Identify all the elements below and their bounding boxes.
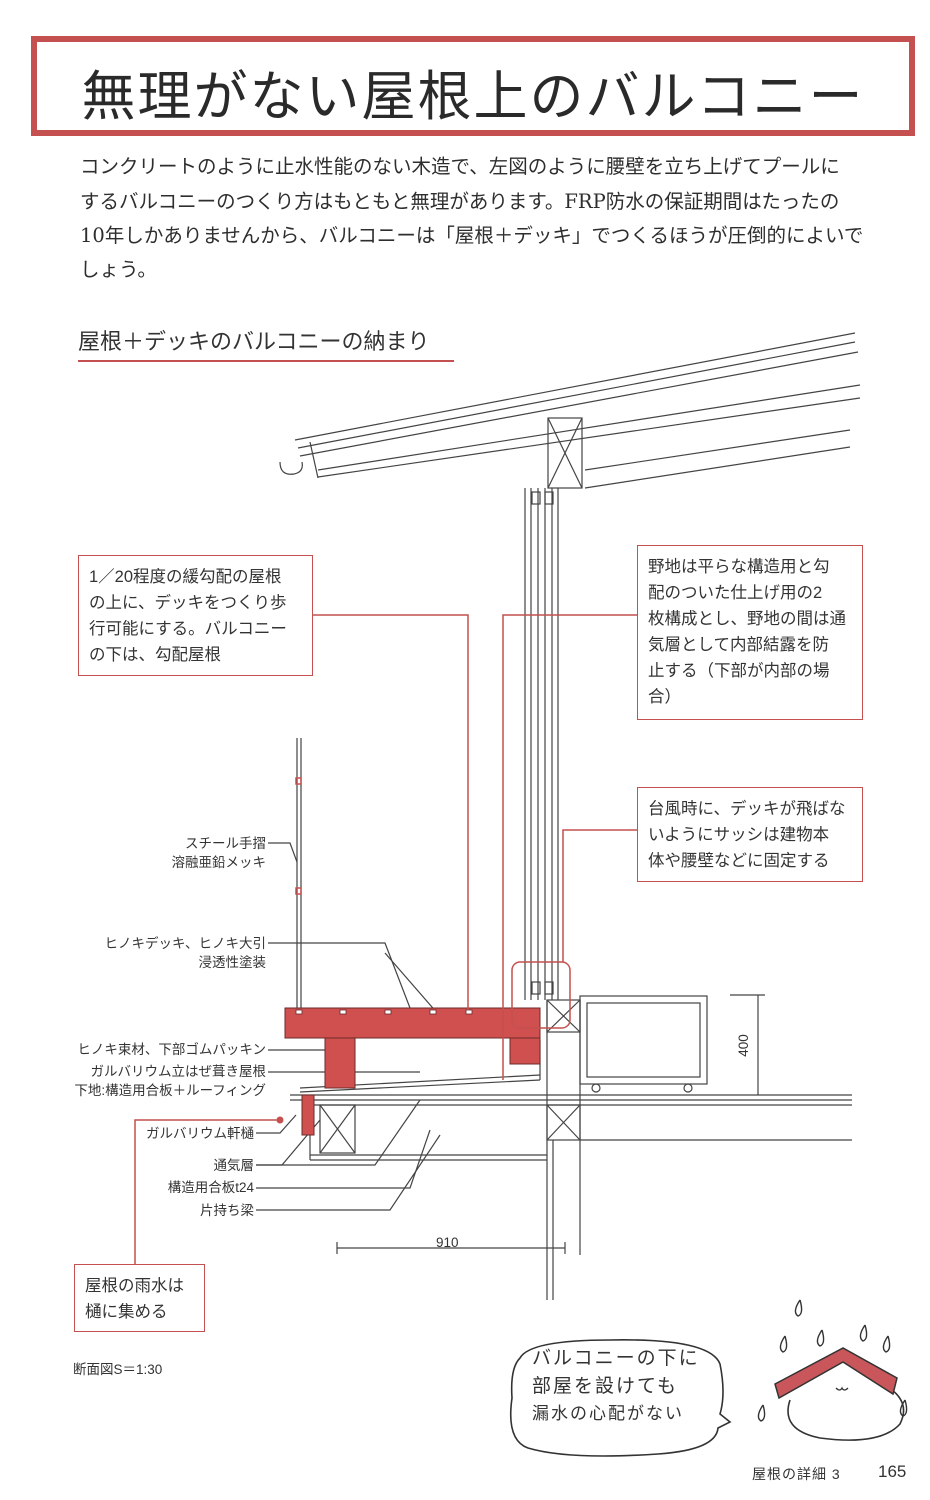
label-post: ヒノキ束材、下部ゴムパッキン	[77, 1042, 266, 1057]
page-title: 無理がない屋根上のバルコニー	[81, 65, 865, 128]
callout-line: 枚構成とし、野地の間は通	[648, 610, 846, 628]
label-gutter: ガルバリウム軒樋	[146, 1126, 254, 1141]
callout-line: 樋に集める	[85, 1303, 168, 1321]
label-line: 下地:構造用合板＋ルーフィング	[74, 1083, 266, 1098]
label-roof: ガルバリウム立はぜ葺き屋根 下地:構造用合板＋ルーフィング	[74, 1062, 266, 1100]
title-box: 無理がない屋根上のバルコニー	[31, 36, 915, 136]
callout-line: 台風時に、デッキが飛ばな	[648, 800, 846, 818]
label-line: ガルバリウム立はぜ葺き屋根	[90, 1064, 267, 1079]
label-line: 浸透性塗装	[198, 955, 267, 970]
bubble-line: 漏水の心配がない	[532, 1404, 684, 1424]
body-text-line: するバルコニーのつくり方はもともと無理があります。FRP防水の保証期間はたったの	[80, 190, 840, 213]
label-line: スチール手摺	[185, 836, 266, 851]
callout-line: 野地は平らな構造用と勾	[648, 558, 830, 576]
dimension-horizontal: 910	[436, 1235, 459, 1250]
label-beam: 片持ち梁	[200, 1203, 254, 1218]
dimension-vertical: 400	[735, 1034, 751, 1057]
callout-sheathing: 野地は平らな構造用と勾 配のついた仕上げ用の2 枚構成とし、野地の間は通 気層と…	[637, 545, 863, 720]
callout-line: 止する（下部が内部の場	[648, 662, 830, 680]
label-line: 溶融亜鉛メッキ	[171, 855, 267, 870]
callout-line: 行可能にする。バルコニー	[89, 620, 287, 638]
callout-line: の上に、デッキをつくり歩	[89, 594, 287, 612]
callout-rainwater: 屋根の雨水は 樋に集める	[74, 1264, 205, 1332]
label-vent: 通気層	[213, 1158, 255, 1173]
callout-line: 気層として内部結露を防	[648, 636, 830, 654]
body-text-line: 10年しかありませんから、バルコニーは「屋根＋デッキ」でつくるほうが圧倒的によい…	[80, 224, 864, 247]
footer-section: 屋根の詳細 3	[752, 1466, 841, 1482]
bubble-line: バルコニーの下に	[532, 1347, 700, 1369]
label-deck: ヒノキデッキ、ヒノキ大引 浸透性塗装	[105, 934, 266, 972]
label-plywood: 構造用合板t24	[167, 1180, 254, 1195]
callout-gentle-slope: 1／20程度の緩勾配の屋根 の上に、デッキをつくり歩 行可能にする。バルコニー …	[78, 555, 313, 676]
label-railing: スチール手摺 溶融亜鉛メッキ	[172, 834, 267, 872]
body-text-line: しょう。	[80, 258, 157, 281]
label-line: ヒノキデッキ、ヒノキ大引	[104, 936, 266, 951]
callout-line: 合）	[648, 688, 681, 706]
callout-line: 配のついた仕上げ用の2	[648, 584, 823, 602]
callout-line: 体や腰壁などに固定する	[648, 852, 830, 870]
callout-line: の下は、勾配屋根	[89, 646, 221, 664]
callout-line: いようにサッシは建物本	[648, 826, 830, 844]
callout-line: 屋根の雨水は	[85, 1277, 184, 1295]
callout-line: 1／20程度の緩勾配の屋根	[89, 568, 282, 586]
body-text-line: コンクリートのように止水性能のない木造で、左図のように腰壁を立ち上げてプールに	[80, 155, 840, 178]
bubble-line: 部屋を設けても	[532, 1375, 679, 1397]
heading-underline	[78, 360, 454, 362]
callout-typhoon: 台風時に、デッキが飛ばな いようにサッシは建物本 体や腰壁などに固定する	[637, 787, 863, 882]
scale-note: 断面図S＝1:30	[73, 1362, 163, 1377]
page-number: 165	[878, 1462, 907, 1481]
speech-bubble-text: バルコニーの下に 部屋を設けても 漏水の心配がない	[532, 1344, 700, 1428]
section-heading: 屋根＋デッキのバルコニーの納まり	[78, 330, 430, 355]
